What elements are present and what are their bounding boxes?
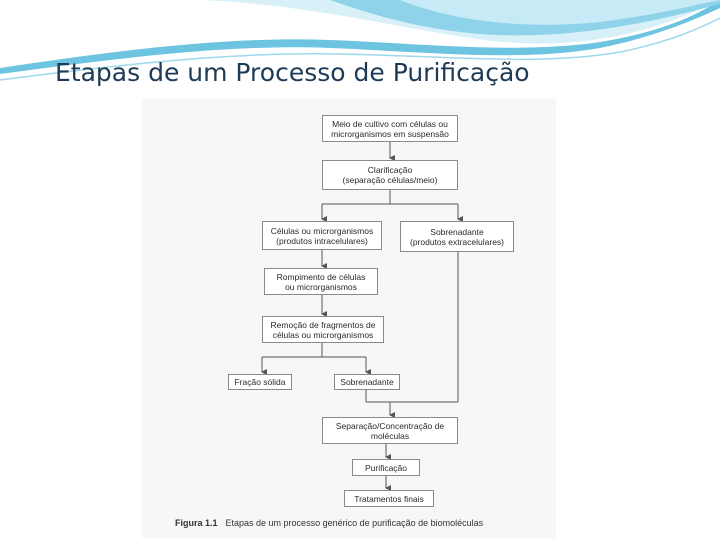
slide-title: Etapas de um Processo de Purificação: [55, 58, 530, 87]
figure-caption-label: Figura 1.1: [175, 518, 218, 528]
figure-caption-text: Etapas de um processo genérico de purifi…: [225, 518, 484, 528]
box-clarification: Clarificação(separação células/meio): [322, 160, 458, 190]
header-swoosh-decoration: [0, 0, 720, 81]
figure-caption: Figura 1.1 Etapas de um processo genérico…: [175, 518, 483, 528]
box-final-treatments: Tratamentos finais: [344, 490, 434, 507]
box-supernatant-extracellular: Sobrenadante(produtos extracelulares): [400, 221, 514, 252]
box-solid-fraction: Fração sólida: [228, 374, 292, 390]
box-supernatant: Sobrenadante: [334, 374, 400, 390]
box-cells-intracellular: Células ou microrganismos(produtos intra…: [262, 221, 382, 250]
box-purification: Purificação: [352, 459, 420, 476]
